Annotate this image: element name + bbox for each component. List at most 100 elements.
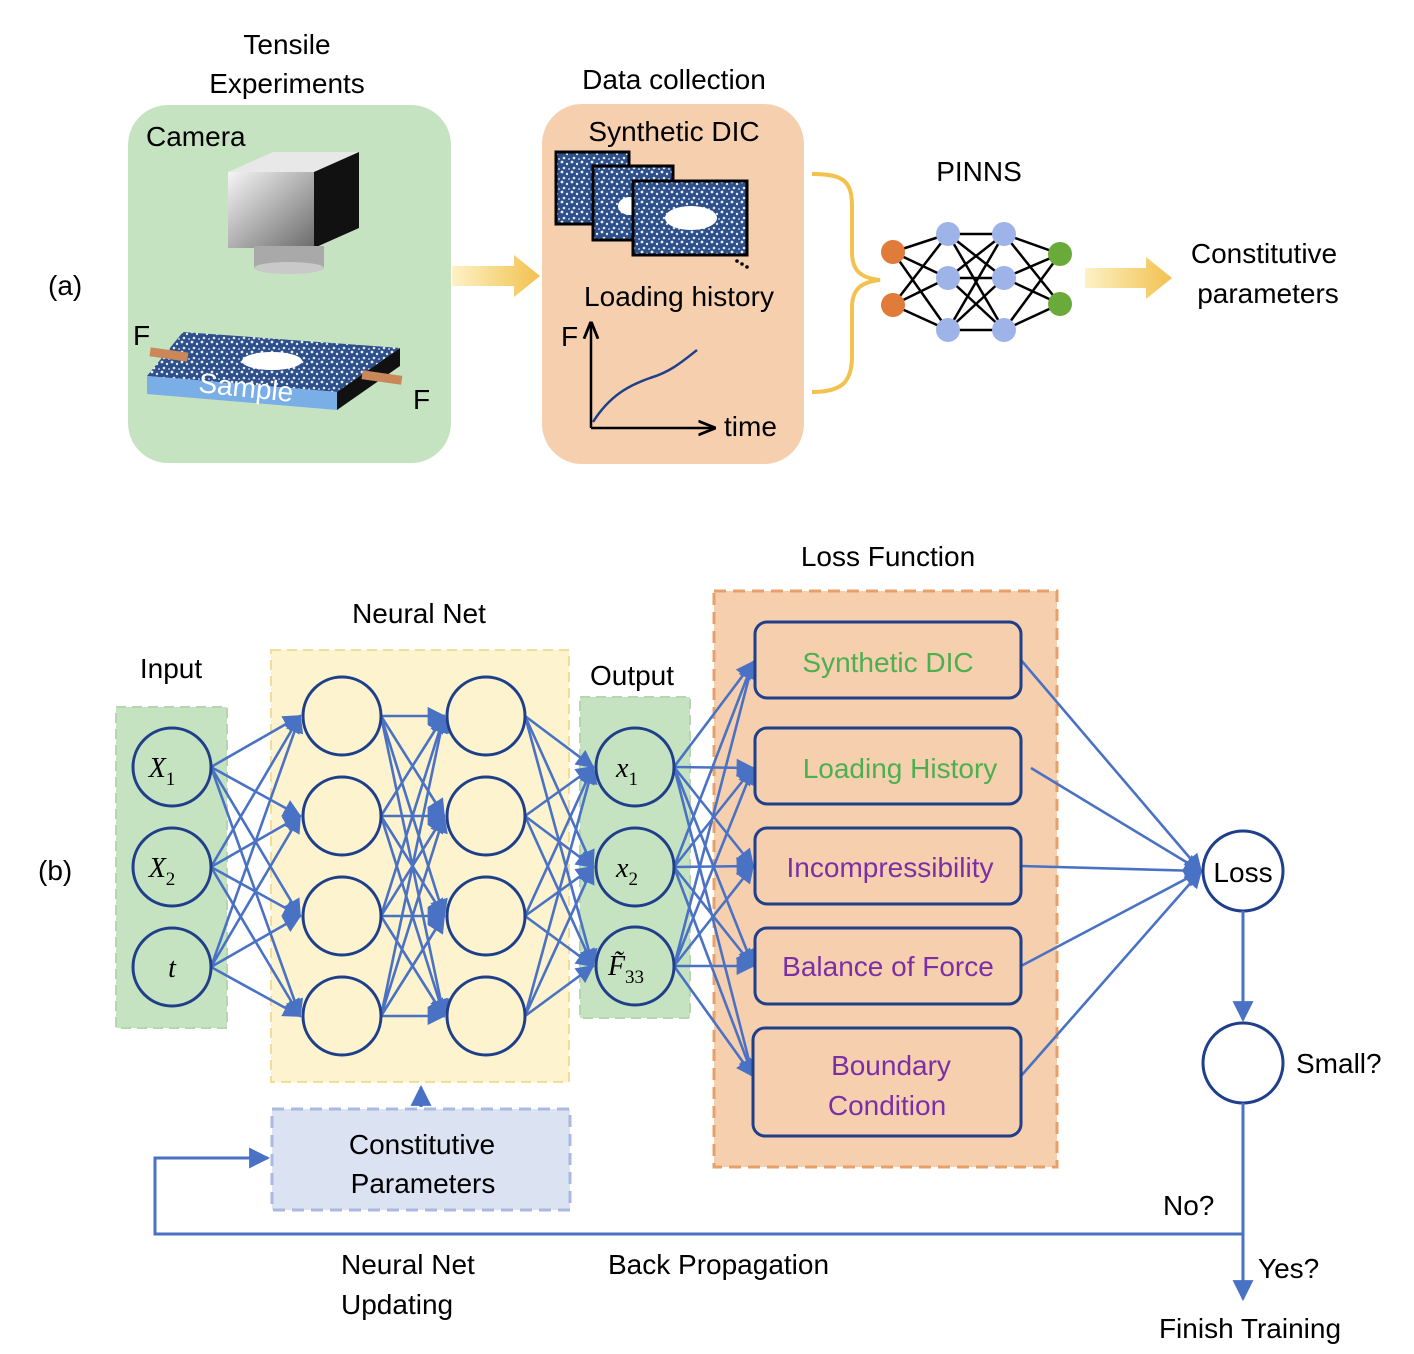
small-question-label: Small? [1296,1048,1382,1079]
pinns-label: PINNS [936,156,1022,187]
loss-term-boundary-condition: Boundary Condition [751,1026,1023,1138]
pinns-output-node [1048,242,1072,266]
connection-arrow [379,714,450,1017]
pinns-hidden-node [992,222,1016,246]
svg-text:x2: x2 [615,853,638,890]
data-collection-title: Data collection [582,64,766,95]
connection-arrow [1020,869,1203,1077]
connection-arrow [524,714,595,769]
input-title: Input [140,653,202,684]
panel-a: (a) Tensile Experiments Camera Sample F … [48,29,1339,464]
loss-term-incompressibility: Incompressibility [753,826,1023,906]
neural-net-title: Neural Net [352,598,486,629]
connection-arrow [209,714,302,868]
output-node-x1-base: x [615,753,629,784]
synthetic-dic-label: Synthetic DIC [588,116,759,147]
pinns-edge [892,233,949,306]
connection-arrow [1020,659,1203,873]
connection-arrow [672,660,758,967]
panel-a-label: (a) [48,270,82,301]
pinns-input-node [881,293,905,317]
loss-term-boundary-condition-line1: Boundary [831,1050,951,1081]
pinns-hidden-node [936,266,960,290]
panel-b: (b) Input Neural Net Output Loss Functio… [38,541,1382,1344]
loss-term-balance-of-force-label: Balance of Force [782,951,994,982]
constitutive-parameters-line1: Constitutive [349,1129,495,1160]
small-check-node [1201,1021,1285,1105]
force-label-right: F [413,384,430,415]
svg-text:x1: x1 [615,753,638,790]
connection-arrow [672,864,755,967]
connection-arrow [1020,869,1203,968]
pinns-network-icon [881,222,1072,342]
hidden-node [445,675,527,757]
pinns-edge [1003,233,1061,305]
svg-text:X1: X1 [148,753,176,790]
loss-node-label: Loss [1213,857,1272,888]
hidden-node [301,875,383,957]
flow-arrow-1 [452,255,540,297]
loading-graph [591,323,714,428]
output-node-f33-sub: 33 [625,967,644,988]
graph-y-label: F [561,321,578,352]
yes-label: Yes? [1258,1253,1319,1284]
hidden-node [445,775,527,857]
pinns-output-node [1048,292,1072,316]
neural-net-updating-line1: Neural Net [341,1249,475,1280]
output-title: Output [590,660,674,691]
pinns-hidden-node [936,318,960,342]
flow-arrow-2 [1085,257,1172,299]
svg-text:F̃33: F̃33 [607,951,644,988]
loss-term-synthetic-dic-label: Synthetic DIC [802,647,973,678]
connection-arrow [672,766,756,967]
output-label-line2: parameters [1197,278,1339,309]
input-node-x1-base: X [148,753,167,784]
hidden-node [301,775,383,857]
output-label-line1: Constitutive [1191,238,1337,269]
connection-arrow [379,914,446,1017]
connection-arrow [524,964,595,1018]
svg-text:t: t [168,953,177,984]
input-node-x2-base: X [148,853,167,884]
input-node-x1-sub: 1 [166,769,176,790]
loss-term-boundary-condition-line2: Condition [828,1090,946,1121]
output-node-x2-sub: 2 [628,869,638,890]
camera-label: Camera [146,121,246,152]
loss-term-loading-history-label: Loading History [803,753,998,784]
sample-icon [147,332,403,410]
connection-arrow [523,765,598,1017]
hidden-node [301,675,383,757]
svg-text:X2: X2 [148,853,176,890]
pinns-hidden-node [992,266,1016,290]
pinns-hidden-node [992,318,1016,342]
hidden-layer-2 [445,675,527,1057]
tensile-title: Tensile [243,29,330,60]
back-propagation-label: Back Propagation [608,1249,829,1280]
graph-x-label: time [724,411,777,442]
input-node-x1: X1 [131,726,213,808]
loss-function-title: Loss Function [801,541,975,572]
force-label-left: F [133,320,150,351]
output-node-x1-sub: 1 [628,769,638,790]
connection-arrow [210,914,302,969]
pinns-input-node [881,240,905,264]
camera-icon [228,152,359,274]
brace-icon [811,172,881,394]
neural-net-updating-line2: Updating [341,1289,453,1320]
output-node-f33: F̃33 [594,925,676,1007]
connection-arrow [523,865,595,1017]
loss-term-balance-of-force: Balance of Force [753,926,1023,1006]
input-node-t: t [131,926,213,1008]
connection-arrow [523,765,595,917]
finish-training-label: Finish Training [1159,1313,1341,1344]
connection-arrow [1020,861,1203,880]
dic-frames-icon [554,150,749,269]
connection-arrow [672,965,755,1078]
connection-arrow [672,766,758,1078]
connection-arrow [379,814,448,1017]
input-node-x2: X2 [131,826,213,908]
connection-arrow [379,714,448,917]
connection-arrow [672,866,756,1078]
loading-history-label: Loading history [584,281,774,312]
